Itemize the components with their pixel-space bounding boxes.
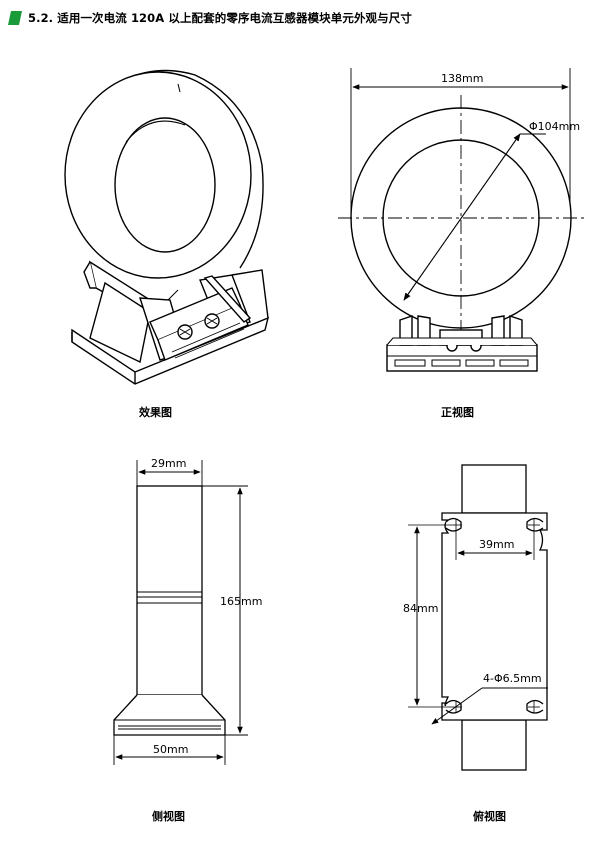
effect-view bbox=[64, 69, 270, 385]
side-body bbox=[136, 485, 203, 696]
front-view-caption: 正视图 bbox=[441, 406, 474, 419]
top-plate bbox=[441, 512, 548, 721]
front-view bbox=[338, 68, 585, 372]
top-length-label: 84mm bbox=[403, 602, 438, 615]
section-header: 5.2. 适用一次电流 120A 以上配套的零序电流互感器模块单元外观与尺寸 bbox=[0, 0, 600, 38]
top-hole-leader bbox=[431, 687, 483, 725]
section-title: 5.2. 适用一次电流 120A 以上配套的零序电流互感器模块单元外观与尺寸 bbox=[28, 11, 412, 25]
side-base bbox=[113, 694, 226, 736]
top-hole-spacing-label: 39mm bbox=[479, 538, 514, 551]
effect-ring-inner bbox=[114, 117, 216, 253]
top-stub-lower bbox=[461, 719, 527, 771]
side-view-caption: 侧视图 bbox=[152, 810, 185, 823]
side-view bbox=[113, 460, 248, 765]
front-width-label: 138mm bbox=[441, 72, 483, 85]
top-hole-label: 4-Φ6.5mm bbox=[483, 672, 542, 685]
front-stand bbox=[386, 315, 538, 372]
side-height-label: 165mm bbox=[220, 595, 262, 608]
side-base-width-label: 50mm bbox=[153, 743, 188, 756]
top-view bbox=[408, 464, 548, 771]
top-stub-upper bbox=[461, 464, 527, 514]
effect-view-caption: 效果图 bbox=[139, 406, 172, 419]
side-top-width-label: 29mm bbox=[151, 457, 186, 470]
section-marker-icon bbox=[8, 11, 22, 25]
front-diameter-label: Φ104mm bbox=[529, 120, 580, 133]
top-view-caption: 俯视图 bbox=[473, 810, 506, 823]
front-diameter-dimension bbox=[403, 133, 521, 301]
